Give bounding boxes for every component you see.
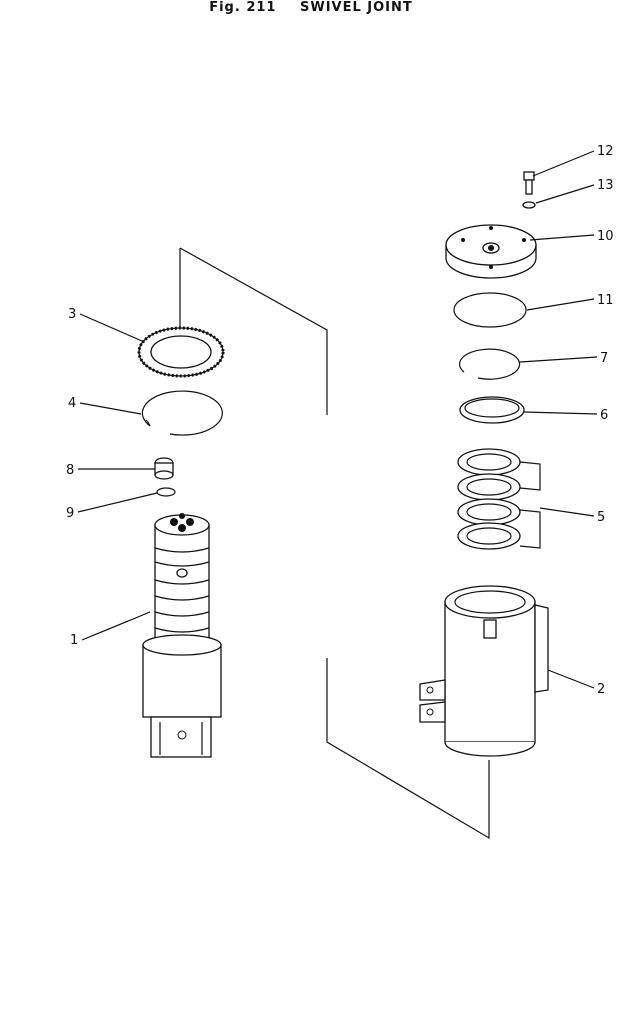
figure-title: Fig. 211 SWIVEL JOINT — [0, 0, 622, 16]
callout-12: 12 — [597, 144, 614, 159]
callout-8: 8 — [66, 463, 74, 478]
callout-9: 9 — [66, 506, 74, 521]
part-7-snap-ring[interactable] — [459, 348, 521, 380]
part-3-seal[interactable] — [137, 326, 225, 378]
callout-4: 4 — [68, 396, 76, 411]
figure-number: Fig. 211 — [209, 0, 277, 15]
part-11-o-ring[interactable] — [453, 292, 527, 328]
callout-1: 1 — [70, 633, 78, 648]
callout-5: 5 — [597, 510, 605, 525]
callout-11: 11 — [597, 293, 614, 308]
part-4-snap-ring[interactable] — [141, 390, 223, 436]
callout-6: 6 — [600, 408, 608, 423]
figure-name: SWIVEL JOINT — [300, 0, 413, 15]
part-9-o-ring[interactable] — [156, 487, 176, 497]
callout-7: 7 — [600, 351, 608, 366]
part-5-seal-set[interactable] — [457, 448, 521, 550]
callout-13: 13 — [597, 178, 614, 193]
part-13-washer[interactable] — [522, 201, 536, 209]
part-10-cover[interactable] — [445, 224, 537, 279]
callout-10: 10 — [597, 229, 614, 244]
part-2-body[interactable] — [419, 585, 549, 757]
callout-3: 3 — [68, 307, 76, 322]
part-6-ring[interactable] — [459, 396, 525, 424]
part-1-rotor[interactable] — [142, 513, 222, 758]
callout-2: 2 — [597, 682, 605, 697]
part-12-bolt[interactable] — [523, 171, 535, 195]
part-8-plug[interactable] — [154, 457, 174, 480]
assembly-bracket — [179, 247, 490, 840]
